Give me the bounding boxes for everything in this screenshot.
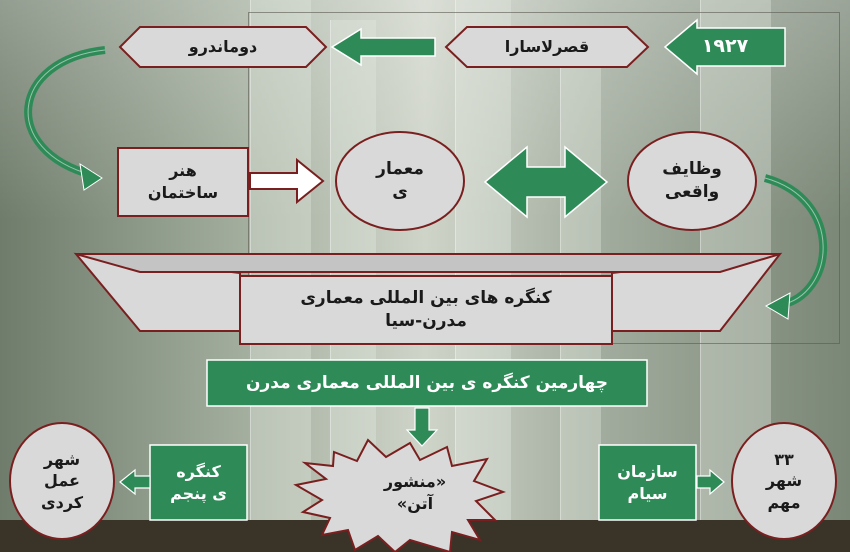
domandero-hexagon bbox=[118, 26, 328, 68]
cities-label: ۳۳ شهر مهم bbox=[734, 428, 834, 534]
curved-arrow-right-head bbox=[764, 292, 791, 320]
fifth-line-2: ی پنجم bbox=[170, 483, 227, 503]
cities-line-3: مهم bbox=[767, 492, 801, 512]
architect-line-2: ی bbox=[392, 182, 408, 202]
athens-line-1: «منشور bbox=[383, 472, 447, 492]
congress-line-2: مدرن-سیا bbox=[385, 311, 467, 331]
athens-line-2: آتن» bbox=[396, 494, 434, 513]
fifth-congress-label: کنگره ی پنجم bbox=[150, 445, 247, 520]
art-line-2: ساختمان bbox=[147, 183, 219, 202]
duties-line-2: واقعی bbox=[664, 182, 720, 202]
org-line-1: سازمان bbox=[617, 461, 678, 481]
fifth-line-1: کنگره bbox=[176, 461, 221, 481]
fourth-congress-label: چهارمین کنگره ی بین المللی معماری مدرن bbox=[245, 372, 609, 393]
org-label: سازمان سیام bbox=[599, 445, 696, 520]
architect-ellipse bbox=[335, 131, 465, 231]
org-line-2: سیام bbox=[627, 483, 668, 503]
art-building-box bbox=[117, 147, 249, 217]
cities-ellipse bbox=[731, 422, 837, 540]
athens-explosion bbox=[293, 438, 506, 552]
curved-arrow-right bbox=[763, 174, 828, 309]
curved-arrow-left-head bbox=[79, 162, 103, 191]
cities-line-1: ۳۳ bbox=[774, 449, 794, 469]
art-building-label: هنر ساختمان bbox=[118, 150, 248, 214]
year-arrow bbox=[663, 18, 786, 76]
congress-banner bbox=[239, 275, 613, 345]
left-arrow-top bbox=[330, 27, 436, 67]
art-line-1: هنر bbox=[169, 161, 197, 181]
sarra-hexagon bbox=[444, 26, 650, 68]
congress-label: کنگره های بین المللی معماری مدرن-سیا bbox=[240, 276, 612, 344]
left-small-arrow bbox=[119, 468, 151, 496]
athens-label: «منشور آتن» bbox=[340, 458, 490, 528]
fifth-congress-box bbox=[149, 444, 248, 521]
double-arrow bbox=[483, 145, 609, 219]
functional-city-ellipse bbox=[9, 422, 115, 540]
functional-line-3: کردی bbox=[40, 492, 84, 512]
duties-line-1: وظایف bbox=[662, 159, 722, 180]
sarra-label: قصرلاسارا bbox=[504, 37, 590, 57]
curved-arrow-left bbox=[24, 46, 106, 179]
architect-line-1: معمار bbox=[376, 159, 424, 180]
down-arrow bbox=[405, 407, 439, 447]
duties-label: وظایف واقعی bbox=[628, 140, 756, 222]
right-small-arrow bbox=[696, 468, 725, 496]
functional-line-1: شهر bbox=[43, 449, 81, 469]
org-box bbox=[598, 444, 697, 521]
banner-back-fold bbox=[75, 253, 781, 273]
cities-line-2: شهر bbox=[765, 471, 803, 491]
congress-line-1: کنگره های بین المللی معماری bbox=[300, 288, 552, 309]
duties-ellipse bbox=[627, 131, 757, 231]
functional-line-2: عمل bbox=[44, 471, 80, 491]
architect-label: معمار ی bbox=[336, 140, 464, 222]
domandero-label: دوماندرو bbox=[188, 37, 258, 57]
functional-city-label: شهر عمل کردی bbox=[12, 428, 112, 534]
right-outline-arrow bbox=[249, 157, 325, 205]
fourth-congress-box bbox=[206, 359, 648, 407]
year-label: ۱۹۲۷ bbox=[701, 35, 749, 58]
